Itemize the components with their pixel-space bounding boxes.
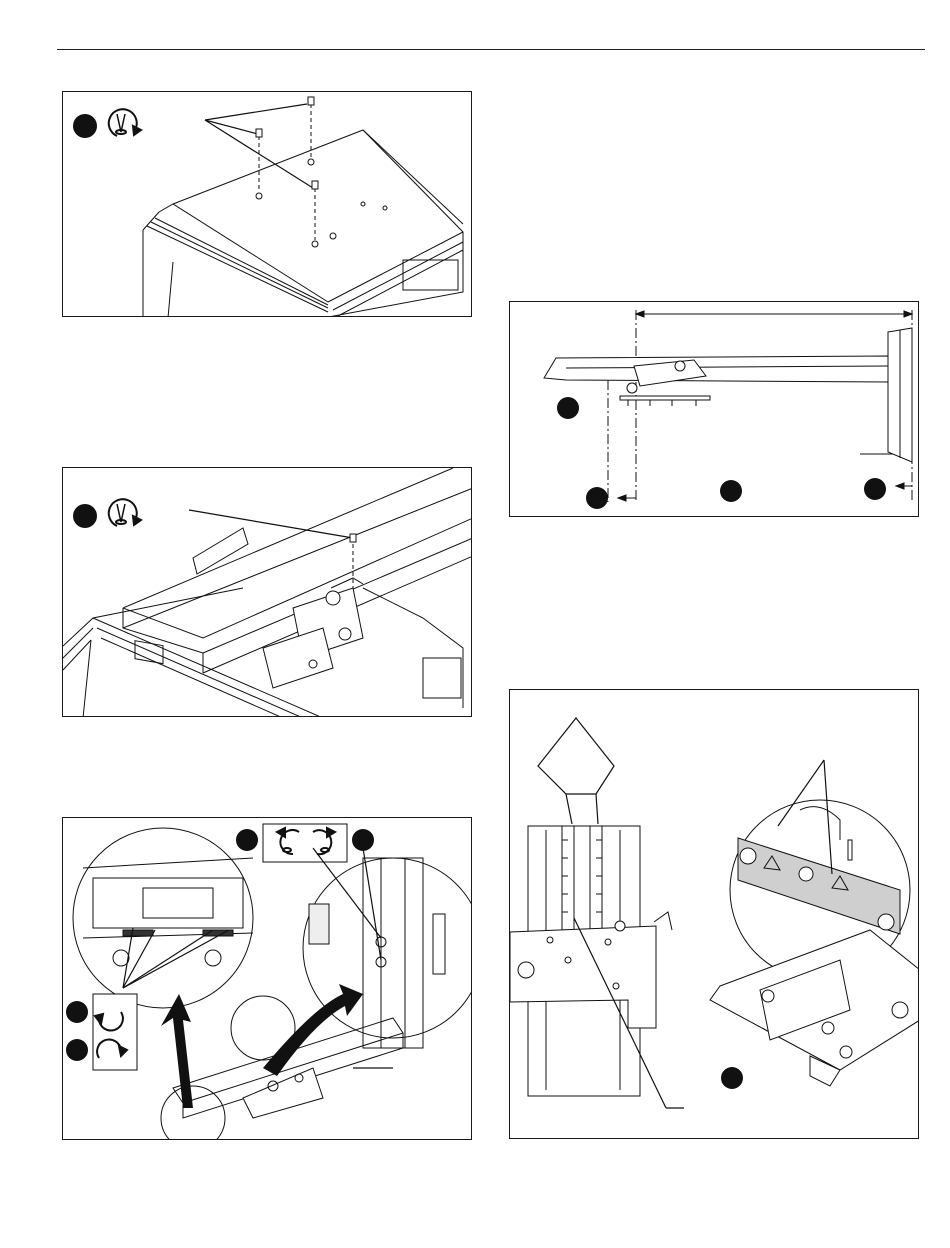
curved-arrow [263, 984, 363, 1076]
figure-side-elevation [509, 301, 919, 517]
step-badge [66, 1039, 88, 1061]
arm-adjustment-illustration [63, 818, 472, 1140]
rotation-icon-box [263, 824, 347, 862]
step-badge [66, 1001, 88, 1023]
figure-rail-detail [509, 689, 919, 1139]
step-icon-box [93, 994, 137, 1070]
figure-projector-screws [62, 91, 472, 317]
side-elevation-illustration [510, 302, 919, 517]
callout-line [189, 510, 353, 538]
step-badge [720, 480, 742, 502]
dimension-lines [608, 310, 912, 502]
step-badge [557, 397, 579, 419]
step-badge [352, 829, 374, 851]
step-badge [236, 829, 258, 851]
rail-detail-illustration [510, 690, 919, 1139]
bracket-illustration [63, 468, 472, 717]
callout-diamond [538, 718, 614, 824]
step-badge [864, 478, 886, 500]
step-badge [586, 487, 608, 509]
screw [350, 534, 356, 542]
step-badge [73, 504, 97, 528]
up-arrow [161, 994, 193, 1108]
torque-tighten-icon [109, 499, 141, 526]
bracket-assembly [710, 930, 919, 1086]
screws [256, 97, 387, 247]
step-badge [721, 1067, 743, 1089]
projector-screws-illustration [63, 92, 472, 317]
projector-body [63, 588, 463, 717]
arm-tube [544, 328, 912, 462]
adjuster-plate [263, 578, 363, 688]
header-rule [57, 49, 925, 50]
torque-tighten-icon [109, 109, 141, 136]
projector-body [143, 130, 463, 317]
figure-arm-adjustment [62, 817, 472, 1140]
step-badge [73, 114, 97, 138]
figure-bracket-on-projector [62, 467, 472, 717]
